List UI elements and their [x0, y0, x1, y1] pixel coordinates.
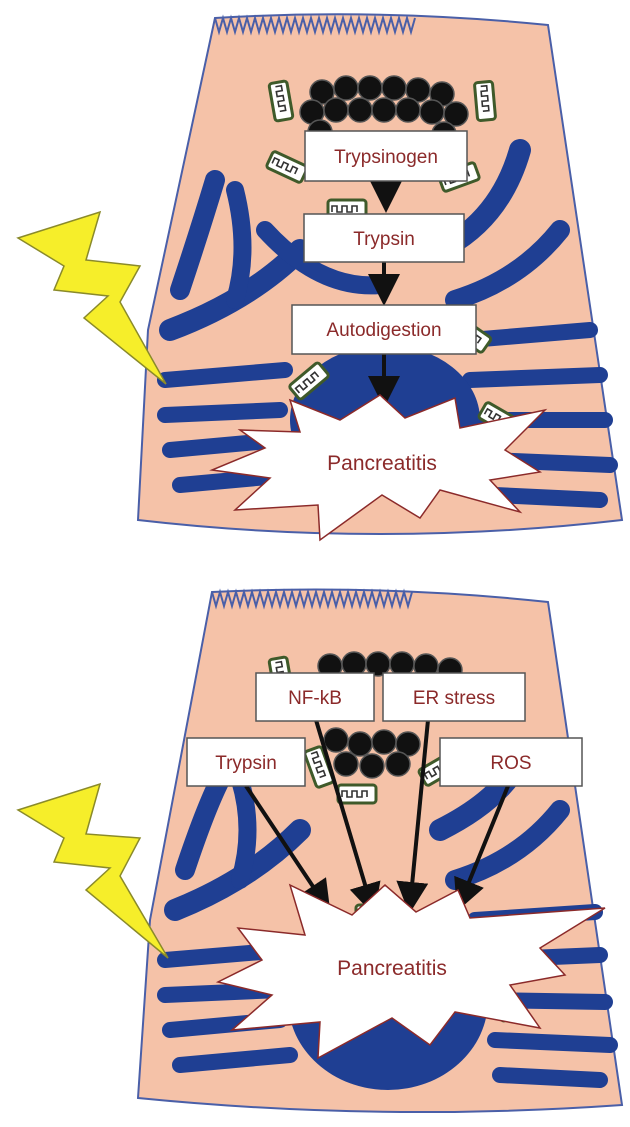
autodigestion-label: Autodigestion — [326, 320, 441, 341]
pancreatitis-label-bottom: Pancreatitis — [337, 957, 447, 980]
top-panel: Trypsinogen Trypsin Autodigestion Pancre… — [18, 14, 622, 540]
er-stress-label: ER stress — [413, 688, 495, 709]
pancreatitis-label-top: Pancreatitis — [327, 452, 437, 475]
lightning-icon-bottom — [18, 784, 168, 958]
trypsin-label: Trypsin — [353, 229, 415, 250]
trypsinogen-label: Trypsinogen — [334, 147, 438, 168]
trypsin-factor-label: Trypsin — [215, 753, 277, 774]
ros-label: ROS — [490, 753, 531, 774]
bottom-panel: Pancreatitis NF-kB ER stress Trypsin ROS — [18, 590, 622, 1113]
lightning-icon — [18, 212, 166, 384]
nfkb-label: NF-kB — [288, 688, 342, 709]
